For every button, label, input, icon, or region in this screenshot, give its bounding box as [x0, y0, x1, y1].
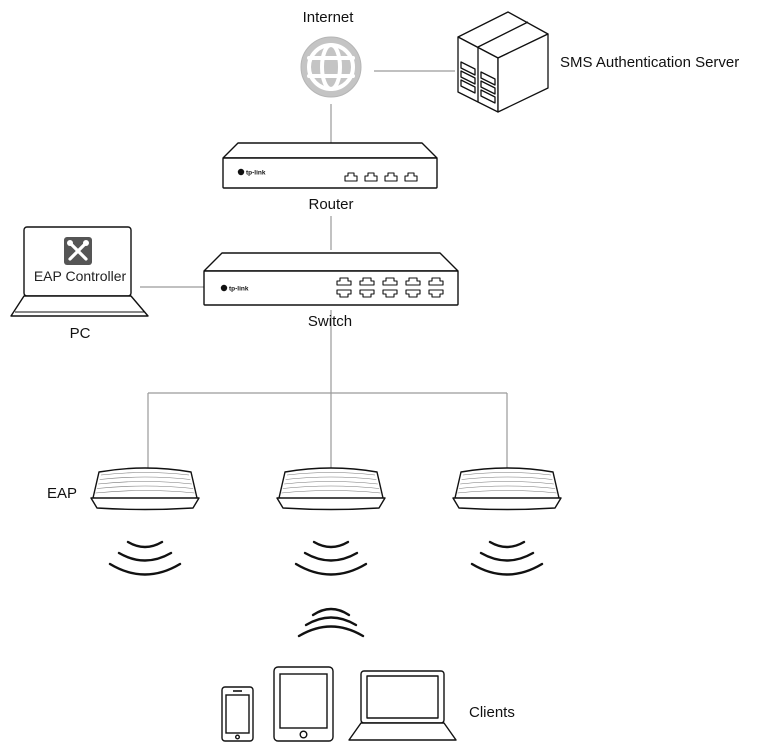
internet-label: Internet: [303, 9, 355, 26]
pc-label: PC: [70, 325, 91, 342]
router-brand-logo: tp-link: [237, 168, 266, 177]
clients-wifi-icon: [297, 607, 365, 638]
router-icon: [222, 142, 438, 189]
router-ports: [344, 172, 418, 182]
sms-server-label: SMS Authentication Server: [560, 54, 739, 71]
pc-screen-text: EAP Controller: [34, 268, 127, 284]
eap-middle-wifi-icon: [294, 540, 368, 576]
globe-icon: [300, 36, 362, 98]
wrench-screwdriver-icon: [64, 237, 92, 265]
clients-label: Clients: [469, 704, 515, 721]
smartphone-icon: [221, 686, 254, 742]
switch-brand-text: tp-link: [229, 286, 249, 293]
eap-middle-icon: [276, 467, 386, 511]
switch-brand-logo: tp-link: [220, 284, 249, 293]
eap-left-icon: [90, 467, 200, 511]
eap-left-wifi-icon: [108, 540, 182, 576]
eap-right-wifi-icon: [470, 540, 544, 576]
connection-lines: [140, 70, 508, 470]
eap-right-icon: [452, 467, 562, 511]
router-brand-text: tp-link: [246, 170, 266, 177]
switch-icon: [203, 252, 459, 306]
switch-label: Switch: [308, 313, 352, 330]
tablet-icon: [273, 666, 334, 742]
router-label: Router: [308, 196, 353, 213]
eap-label: EAP: [47, 485, 77, 502]
sms-server-icon: [457, 11, 549, 113]
client-laptop-icon: [348, 670, 457, 741]
switch-ports: [336, 277, 444, 298]
